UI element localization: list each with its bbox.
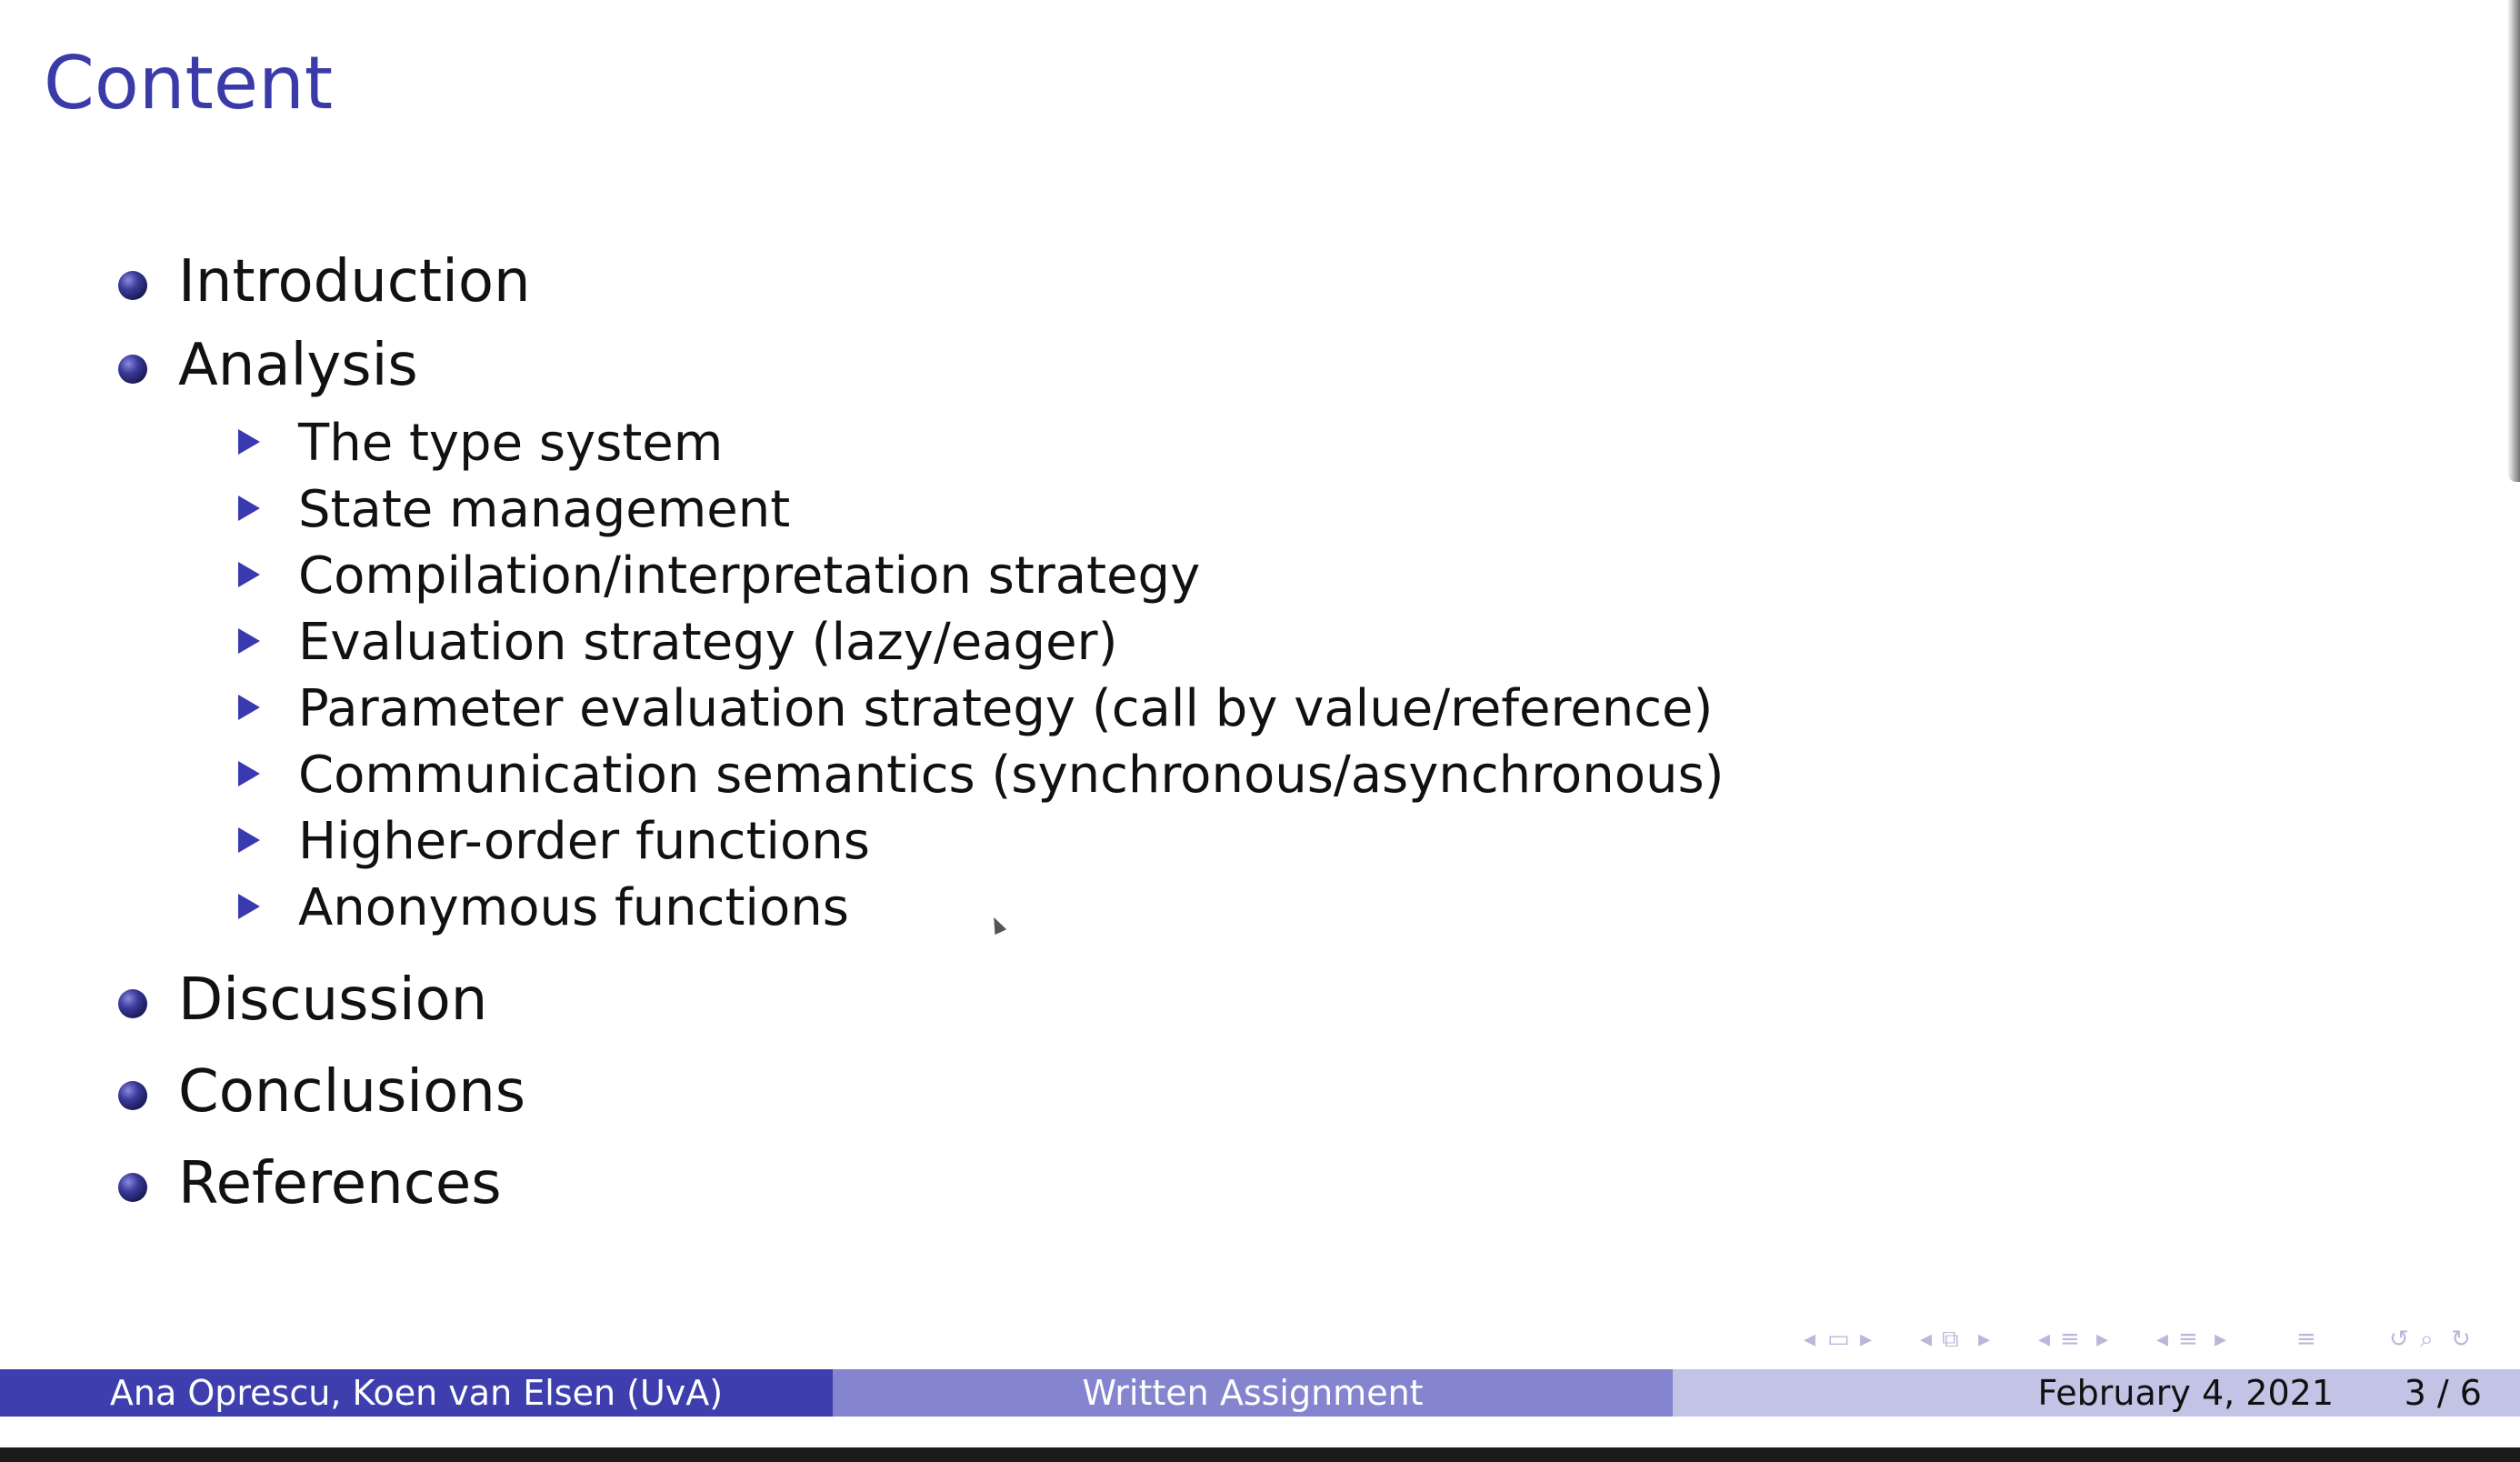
outline-item-label: State management: [298, 480, 791, 539]
window-edge-shadow: [2507, 0, 2520, 482]
nav-slide-left-icon[interactable]: ◂: [1804, 1326, 1816, 1353]
nav-slide-right-icon[interactable]: ▸: [1860, 1326, 1873, 1353]
footer-author: Ana Oprescu, Koen van Elsen (UvA): [0, 1369, 833, 1417]
triangle-bullet-icon: [238, 894, 260, 919]
outline-item-label: Compilation/interpretation strategy: [298, 546, 1201, 606]
frame-title: Content: [44, 41, 334, 125]
footline: Ana Oprescu, Koen van Elsen (UvA) Writte…: [0, 1369, 2520, 1417]
triangle-bullet-icon: [238, 429, 260, 455]
nav-frame-icon[interactable]: ⧉: [1942, 1326, 1959, 1353]
nav-search-icon[interactable]: ⌕: [2420, 1326, 2434, 1353]
ball-bullet-icon: [118, 271, 147, 300]
ball-bullet-icon: [118, 1081, 147, 1110]
outline-item-label: Evaluation strategy (lazy/eager): [298, 613, 1118, 672]
triangle-bullet-icon: [238, 562, 260, 587]
outline-item-label: Higher-order functions: [298, 812, 870, 871]
outline-item-label: Conclusions: [178, 1058, 526, 1126]
outline-item-label: The type system: [298, 414, 724, 473]
nav-document-icon[interactable]: ≡: [2296, 1326, 2316, 1353]
triangle-bullet-icon: [238, 695, 260, 720]
nav-section-left-icon[interactable]: ◂: [2156, 1326, 2169, 1353]
footer-date-section: February 4, 2021 3 / 6: [1673, 1369, 2520, 1417]
outline-item-label: Introduction: [178, 248, 531, 315]
footer-date: February 4, 2021: [2037, 1373, 2334, 1413]
outline-item-label: Analysis: [178, 332, 418, 399]
outline-item-label: Parameter evaluation strategy (call by v…: [298, 679, 1714, 738]
outline-item-label: References: [178, 1150, 502, 1217]
footer-title: Written Assignment: [833, 1369, 1673, 1417]
outline-item-label: Communication semantics (synchronous/asy…: [298, 746, 1725, 805]
nav-forward-icon[interactable]: ↻: [2451, 1326, 2471, 1353]
nav-section-icon[interactable]: ≡: [2178, 1326, 2198, 1353]
nav-section-right-icon[interactable]: ▸: [2215, 1326, 2227, 1353]
ball-bullet-icon: [118, 1173, 147, 1202]
window-bottom-edge: [0, 1447, 2520, 1462]
footer-page-number: 3 / 6: [2404, 1373, 2482, 1413]
triangle-bullet-icon: [238, 496, 260, 521]
mouse-cursor-icon: [987, 914, 1007, 936]
nav-subsection-right-icon[interactable]: ▸: [2096, 1326, 2109, 1353]
nav-frame-right-icon[interactable]: ▸: [1978, 1326, 1991, 1353]
triangle-bullet-icon: [238, 628, 260, 654]
navigation-symbols: ◂ ▭ ▸ ◂ ⧉ ▸ ◂ ≡ ▸ ◂ ≡ ▸ ≡ ↺ ⌕ ↻: [1796, 1324, 2487, 1355]
nav-subsection-icon[interactable]: ≡: [2060, 1326, 2080, 1353]
ball-bullet-icon: [118, 355, 147, 384]
triangle-bullet-icon: [238, 761, 260, 786]
nav-frame-left-icon[interactable]: ◂: [1920, 1326, 1933, 1353]
nav-back-icon[interactable]: ↺: [2389, 1326, 2409, 1353]
nav-slide-icon[interactable]: ▭: [1827, 1326, 1850, 1353]
outline-item-label: Discussion: [178, 966, 488, 1034]
triangle-bullet-icon: [238, 827, 260, 853]
outline-item-label: Anonymous functions: [298, 878, 849, 937]
nav-subsection-left-icon[interactable]: ◂: [2038, 1326, 2051, 1353]
ball-bullet-icon: [118, 989, 147, 1018]
